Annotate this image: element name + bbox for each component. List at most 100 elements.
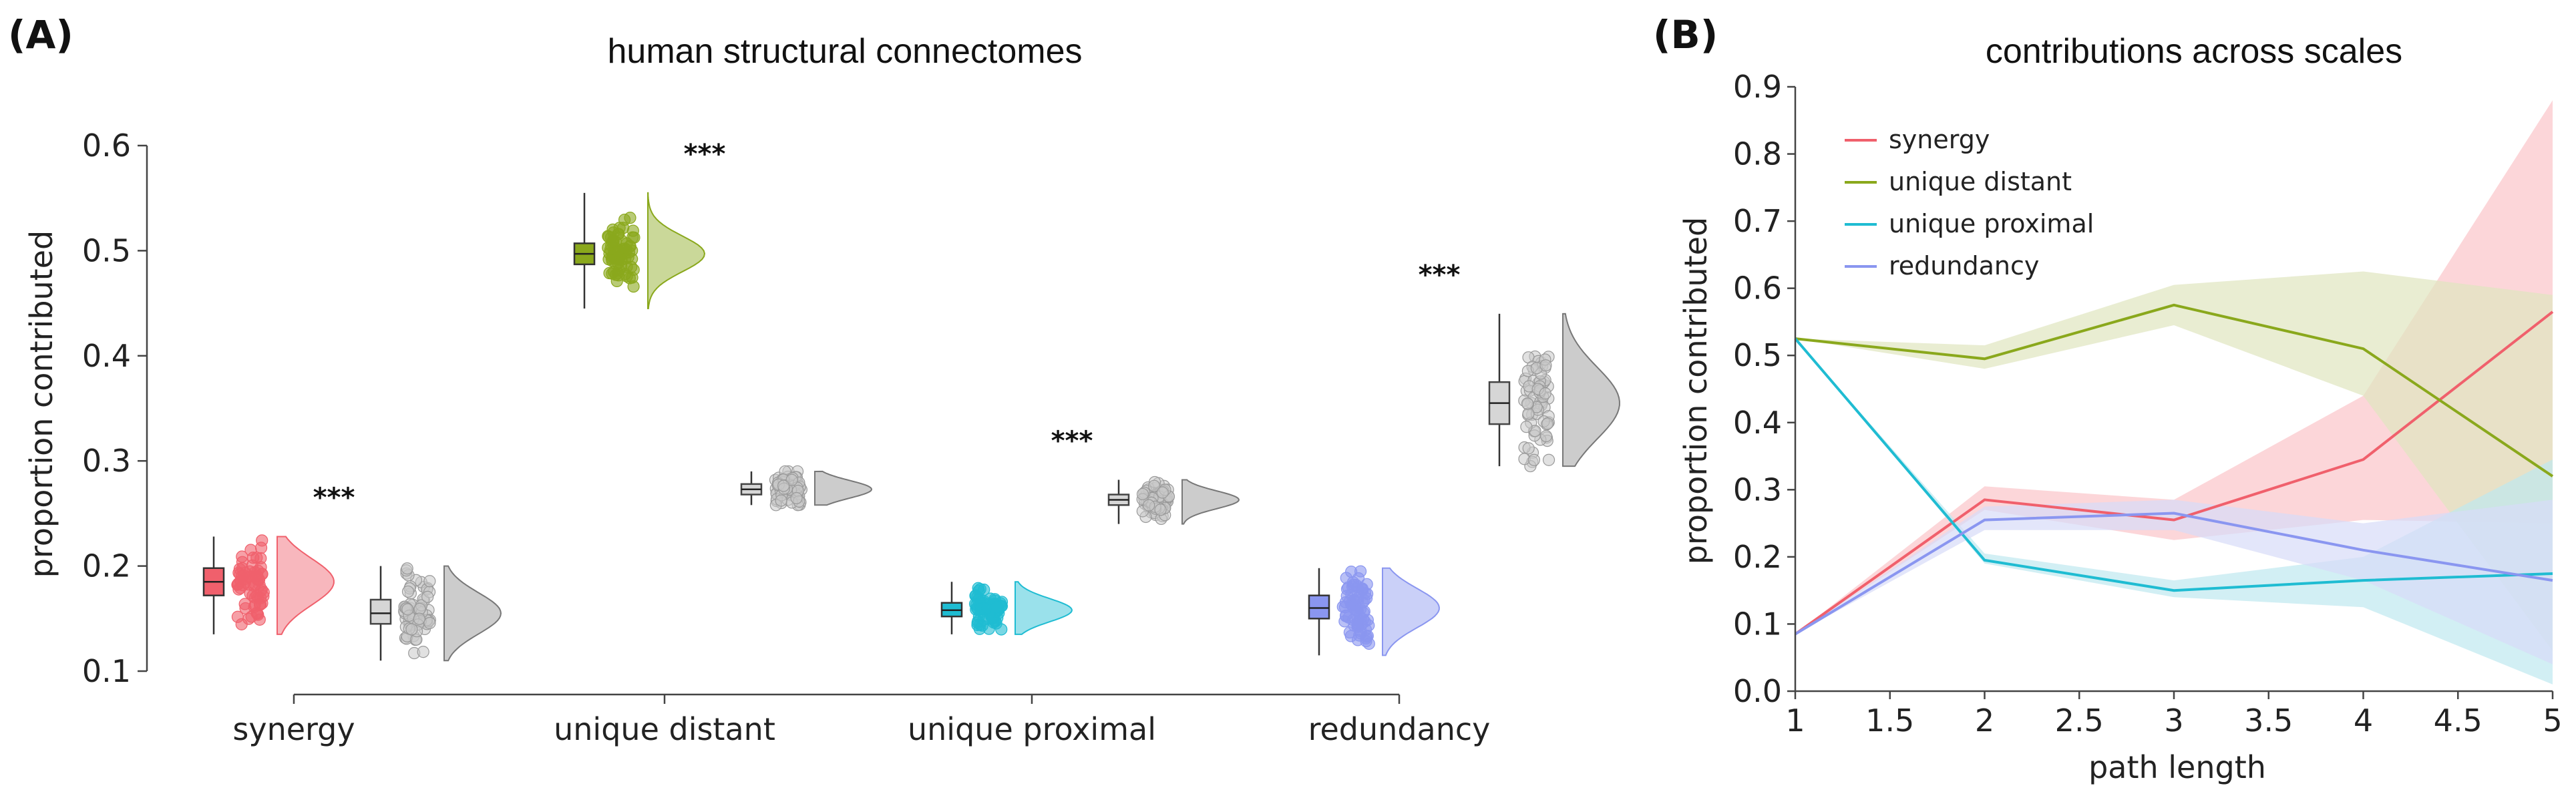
data-point [1148, 479, 1161, 492]
data-point [624, 212, 636, 224]
data-point [401, 562, 413, 575]
data-point [1521, 397, 1534, 410]
data-point [976, 619, 988, 632]
data-point [990, 600, 1003, 614]
data-point [1156, 486, 1169, 499]
legend-label: synergy [1889, 125, 1990, 154]
x-tick-label: 3 [2164, 703, 2183, 739]
data-point [610, 274, 623, 288]
legend-label: unique proximal [1889, 209, 2094, 238]
data-point [254, 592, 267, 604]
box [1308, 594, 1330, 620]
significance-marker: *** [1051, 426, 1093, 457]
data-point [1340, 590, 1353, 602]
data-point [1154, 504, 1167, 516]
data-point [405, 623, 418, 636]
data-point [1362, 619, 1375, 632]
line-synergy [1794, 311, 2554, 636]
data-point [1351, 616, 1364, 629]
y-tick-label: 0.0 [1733, 673, 1782, 709]
x-tick-label: redundancy [1308, 711, 1491, 747]
panel-a-title: human structural connectomes [607, 32, 1082, 71]
data-point [1353, 629, 1366, 642]
y-tick-label: 0.2 [1733, 539, 1782, 575]
data-point [423, 616, 436, 630]
data-point [1136, 487, 1149, 501]
data-point [1539, 387, 1551, 400]
line-unique-proximal [1794, 337, 2553, 592]
band-unique-proximal [1795, 339, 2553, 684]
y-tick-label: 0.3 [82, 443, 131, 479]
y-tick-label: 0.7 [1733, 203, 1782, 239]
panel-a: (A) human structural connectomes proport… [8, 12, 1620, 747]
density-half-violin [814, 470, 873, 506]
data-point [232, 566, 245, 579]
data-point [790, 491, 803, 505]
box [369, 598, 392, 625]
panel-a-label: (A) [8, 12, 73, 57]
panel-b: (B) contributions across scales proporti… [1653, 12, 2563, 785]
data-point [785, 473, 798, 486]
x-tick-label: 3.5 [2244, 703, 2293, 739]
data-point [1542, 453, 1555, 466]
group-redundancy: *** [1308, 260, 1620, 656]
legend-label: unique distant [1889, 167, 2072, 196]
data-point [1522, 442, 1535, 455]
legend-item: unique proximal [1845, 209, 2094, 238]
y-tick-label: 0.5 [82, 232, 131, 268]
density-half-violin [1181, 479, 1240, 525]
line-unique-distant [1795, 303, 2554, 477]
data-point [1539, 359, 1552, 372]
data-point [777, 479, 790, 492]
legend-item: unique distant [1845, 167, 2072, 196]
x-tick-label: synergy [232, 711, 355, 747]
y-tick-label: 0.5 [1733, 337, 1782, 373]
y-tick-label: 0.4 [1733, 405, 1782, 441]
y-tick-label: 0.2 [82, 548, 131, 584]
data-point [1522, 407, 1535, 420]
y-tick-label: 0.6 [1733, 270, 1782, 307]
density-half-violin [1562, 313, 1620, 467]
data-point [1539, 429, 1553, 443]
significance-marker: *** [1419, 260, 1461, 290]
data-point [236, 556, 249, 568]
panel-a-groups: ************ [202, 139, 1620, 662]
density-half-violin [1015, 581, 1073, 635]
x-tick-label: unique distant [554, 711, 775, 747]
data-point [248, 566, 261, 578]
legend-item: synergy [1845, 125, 1990, 154]
x-tick-label: unique proximal [908, 711, 1156, 747]
legend-item: redundancy [1845, 251, 2039, 280]
x-tick-label: 1 [1785, 703, 1805, 739]
panel-b-legend: synergy unique distant unique proximal redu… [1845, 125, 2094, 280]
panel-a-y-axis-label: proportion contributed [23, 230, 59, 578]
data-point [1520, 421, 1533, 433]
data-point [1360, 592, 1373, 605]
panel-b-y-axis-label: proportion contributed [1678, 217, 1714, 564]
density-half-violin [647, 192, 706, 310]
data-point [423, 575, 436, 588]
y-tick-label: 0.1 [82, 653, 131, 689]
density-half-violin [443, 565, 502, 662]
panel-b-label: (B) [1653, 12, 1718, 57]
x-tick-label: 4 [2354, 703, 2373, 739]
data-point [1143, 499, 1155, 512]
data-point [775, 494, 787, 507]
data-point [231, 610, 244, 623]
data-point [612, 251, 625, 264]
density-half-violin [1382, 567, 1440, 656]
data-point [978, 583, 990, 596]
data-point [417, 646, 429, 658]
x-tick-label: 5 [2543, 703, 2562, 739]
data-point [1348, 599, 1361, 612]
data-point [401, 585, 415, 598]
group-unique-proximal: *** [940, 426, 1240, 636]
data-point [421, 590, 434, 603]
data-point [614, 234, 628, 246]
density-half-violin [277, 536, 335, 635]
panel-b-lines [1794, 303, 2554, 636]
data-point [401, 603, 414, 616]
y-tick-label: 0.3 [1733, 471, 1782, 508]
